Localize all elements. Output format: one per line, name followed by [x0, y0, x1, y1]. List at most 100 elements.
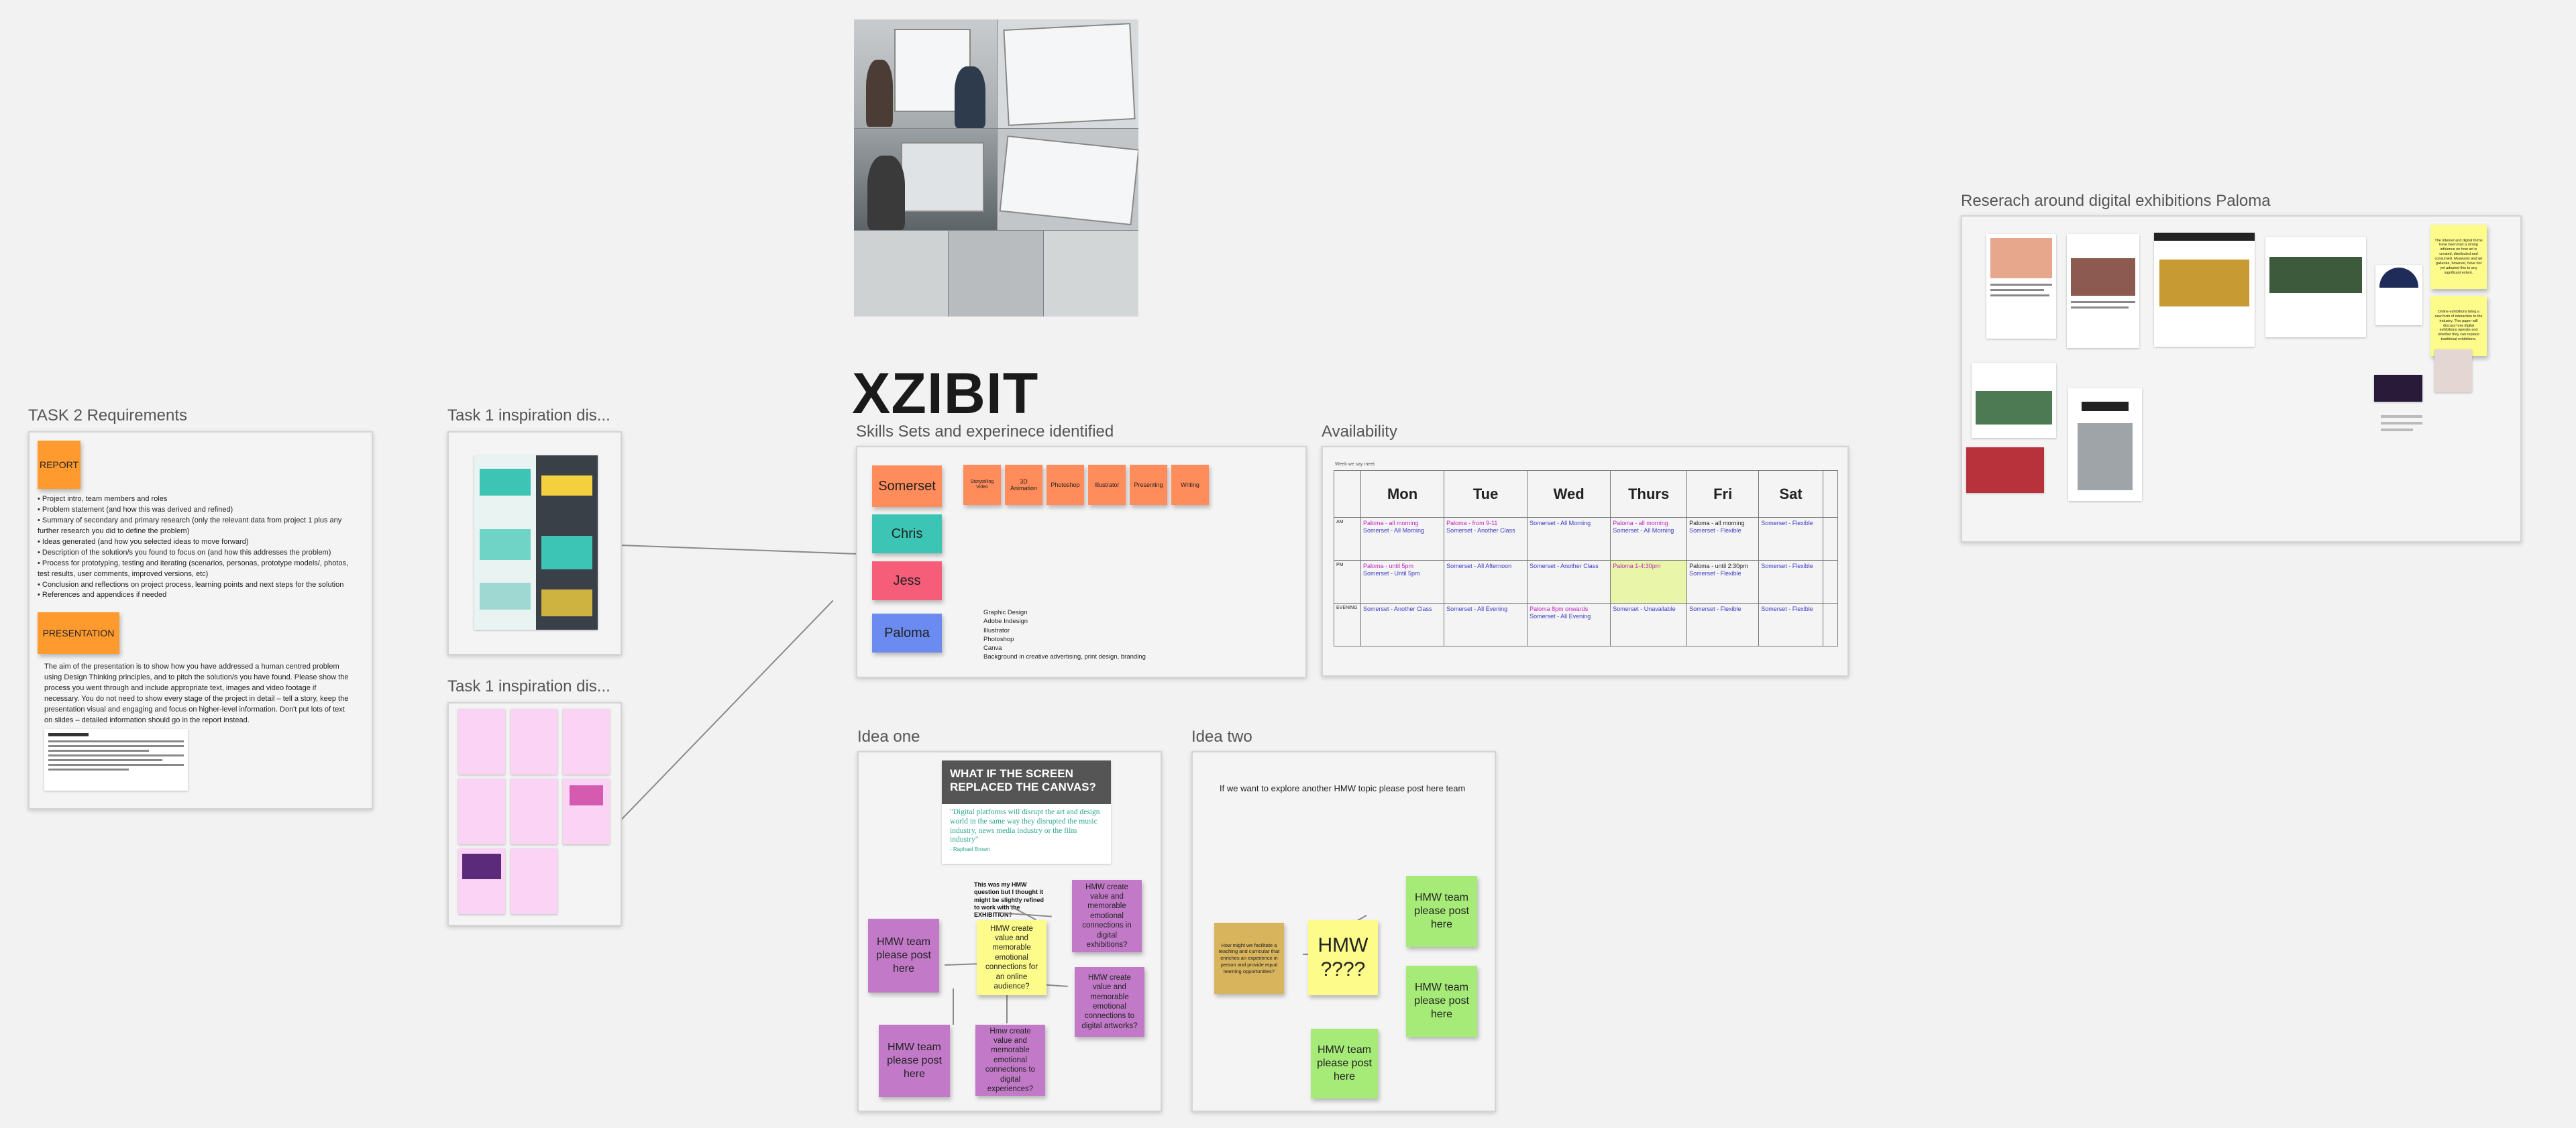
frame-task2-requirements[interactable]: REPORT • Project intro, team members and…	[28, 431, 373, 809]
research-sticky-note[interactable]: The internet and digital forms have been…	[2430, 225, 2487, 289]
availability-cell[interactable]: Somerset - Flexible	[1758, 603, 1823, 646]
somerset-skill-sticky[interactable]: Presenting	[1130, 465, 1167, 505]
hmw-post-here-right[interactable]: HMW team please post here	[1406, 966, 1477, 1037]
availability-cell[interactable]: Somerset - Flexible	[1758, 560, 1823, 604]
frame-skills[interactable]: Somerset Chris Jess Paloma Storytelling …	[856, 446, 1307, 678]
hmw-sticky-artworks[interactable]: HMW create value and memorable emotional…	[1075, 967, 1144, 1037]
report-sticky[interactable]: REPORT	[38, 441, 80, 489]
hmw-sticky-exhibitions[interactable]: HMW create value and memorable emotional…	[1072, 880, 1142, 952]
inspiration-page[interactable]	[458, 709, 505, 775]
report-requirement-item: • Description of the solution/s you foun…	[38, 548, 331, 557]
hmw-question-sticky[interactable]: HMW ????	[1308, 920, 1378, 995]
member-sticky-jess[interactable]: Jess	[872, 561, 942, 600]
hmw-post-here-bottom[interactable]: HMW team please post here	[879, 1025, 950, 1097]
research-article-thumb[interactable]	[2067, 234, 2139, 348]
availability-cell[interactable]: Somerset - Unavailable	[1610, 603, 1688, 646]
research-image-thumb[interactable]	[1966, 447, 2044, 493]
frame-title-task2[interactable]: TASK 2 Requirements	[28, 406, 187, 425]
photo-discussion	[854, 129, 997, 230]
availability-cell[interactable]: Somerset - Another Class	[1527, 560, 1611, 604]
hmw-post-here-top[interactable]: HMW team please post here	[1406, 876, 1477, 947]
research-article-thumb[interactable]	[2265, 237, 2366, 337]
frame-title-research[interactable]: Reserach around digital exhibitions Palo…	[1961, 192, 2271, 210]
availability-cell[interactable]: Paloma 1-4:30pm	[1610, 560, 1688, 604]
availability-entry: Somerset - Flexible	[1761, 563, 1813, 569]
availability-entry: Paloma 8pm onwards	[1529, 606, 1589, 612]
availability-cell[interactable]: Somerset - All Morning	[1527, 517, 1611, 561]
inspiration-page[interactable]	[511, 848, 557, 914]
photo-collage[interactable]	[854, 19, 1138, 317]
availability-cell[interactable]: Somerset - All Afternoon	[1444, 560, 1528, 604]
research-article-thumb[interactable]	[1972, 363, 2056, 438]
member-sticky-chris[interactable]: Chris	[872, 514, 942, 553]
frame-idea-one[interactable]: WHAT IF THE SCREEN REPLACED THE CANVAS? …	[857, 751, 1162, 1112]
research-article-thumb[interactable]	[1986, 234, 2056, 339]
research-article-thumb[interactable]	[2154, 233, 2255, 347]
availability-cell[interactable]: Somerset - Another Class	[1360, 603, 1445, 646]
hmw-teaching-sticky[interactable]: How might we facilitate a teaching and c…	[1214, 923, 1284, 994]
availability-cell[interactable]: Somerset - Flexible	[1758, 517, 1823, 561]
inspiration-page[interactable]	[511, 779, 557, 844]
research-image-thumb[interactable]	[2434, 349, 2472, 392]
presentation-sticky[interactable]: PRESENTATION	[38, 612, 119, 654]
inspiration-page[interactable]	[511, 709, 557, 775]
research-image-thumb[interactable]	[2374, 375, 2422, 402]
availability-entry: Paloma - until 5pm	[1363, 563, 1414, 569]
quote-card[interactable]: WHAT IF THE SCREEN REPLACED THE CANVAS? …	[942, 760, 1111, 864]
frame-title-inspiration-2[interactable]: Task 1 inspiration dis...	[447, 677, 610, 695]
availability-cell[interactable]: Somerset - All Evening	[1444, 603, 1528, 646]
availability-cell[interactable]: Somerset - Flexible	[1686, 603, 1760, 646]
frame-inspiration-2[interactable]	[447, 702, 622, 926]
availability-entry: Somerset - All Morning	[1613, 527, 1674, 534]
research-sticky-note[interactable]: Online exhibitions bring a new form of i…	[2430, 296, 2487, 356]
availability-entry: Somerset - Flexible	[1689, 570, 1741, 577]
infographic-poster[interactable]	[474, 455, 598, 630]
frame-title-inspiration-1[interactable]: Task 1 inspiration dis...	[447, 406, 610, 425]
frame-inspiration-1[interactable]	[447, 431, 622, 655]
frame-idea-two[interactable]: If we want to explore another HMW topic …	[1191, 751, 1496, 1112]
availability-entry: Somerset - Another Class	[1446, 527, 1515, 534]
somerset-skill-sticky[interactable]: Writing	[1171, 465, 1209, 505]
availability-extra-column	[1823, 470, 1838, 518]
research-caption-lines	[2381, 415, 2422, 435]
somerset-skill-sticky[interactable]: Illustrator	[1088, 465, 1126, 505]
member-sticky-paloma[interactable]: Paloma	[872, 614, 942, 653]
photo-whiteboard-notes	[998, 19, 1138, 128]
member-sticky-somerset[interactable]: Somerset	[872, 465, 942, 507]
hmw-post-here-bottom[interactable]: HMW team please post here	[1311, 1029, 1378, 1098]
inspiration-page[interactable]	[458, 848, 505, 914]
research-article-thumb[interactable]	[2375, 265, 2422, 325]
hmw-center-sticky[interactable]: HMW create value and memorable emotional…	[977, 920, 1046, 995]
availability-day-header: Thurs	[1610, 470, 1688, 518]
somerset-skill-sticky[interactable]: Photoshop	[1046, 465, 1084, 505]
frame-research[interactable]: The internet and digital forms have been…	[1961, 215, 2522, 543]
research-article-thumb[interactable]	[2068, 388, 2142, 501]
report-requirement-item: • References and appendices if needed	[38, 591, 167, 600]
report-requirements-list: • Project intro, team members and roles•…	[38, 494, 353, 601]
inspiration-page[interactable]	[563, 709, 610, 775]
assessment-criteria-thumbnail[interactable]	[44, 729, 188, 791]
availability-row-label: EVENING	[1334, 603, 1361, 646]
somerset-skill-sticky[interactable]: 3D Animation	[1005, 465, 1042, 505]
hmw-post-here-left[interactable]: HMW team please post here	[868, 919, 939, 993]
inspiration-page[interactable]	[458, 779, 505, 844]
paloma-skill-item: Canva	[983, 644, 1002, 653]
frame-title-skills[interactable]: Skills Sets and experinece identified	[856, 422, 1114, 441]
frame-title-availability[interactable]: Availability	[1322, 422, 1397, 441]
availability-day-header: Sat	[1758, 470, 1823, 518]
quote-card-author: - Raphael Brown	[950, 846, 990, 853]
hmw-sticky-experiences[interactable]: Hmw create value and memorable emotional…	[975, 1025, 1045, 1096]
frame-title-idea-one[interactable]: Idea one	[857, 728, 920, 746]
somerset-skill-sticky[interactable]: Storytelling Video	[963, 465, 1001, 505]
inspiration-page[interactable]	[563, 779, 610, 844]
frame-title-idea-two[interactable]: Idea two	[1191, 728, 1252, 746]
